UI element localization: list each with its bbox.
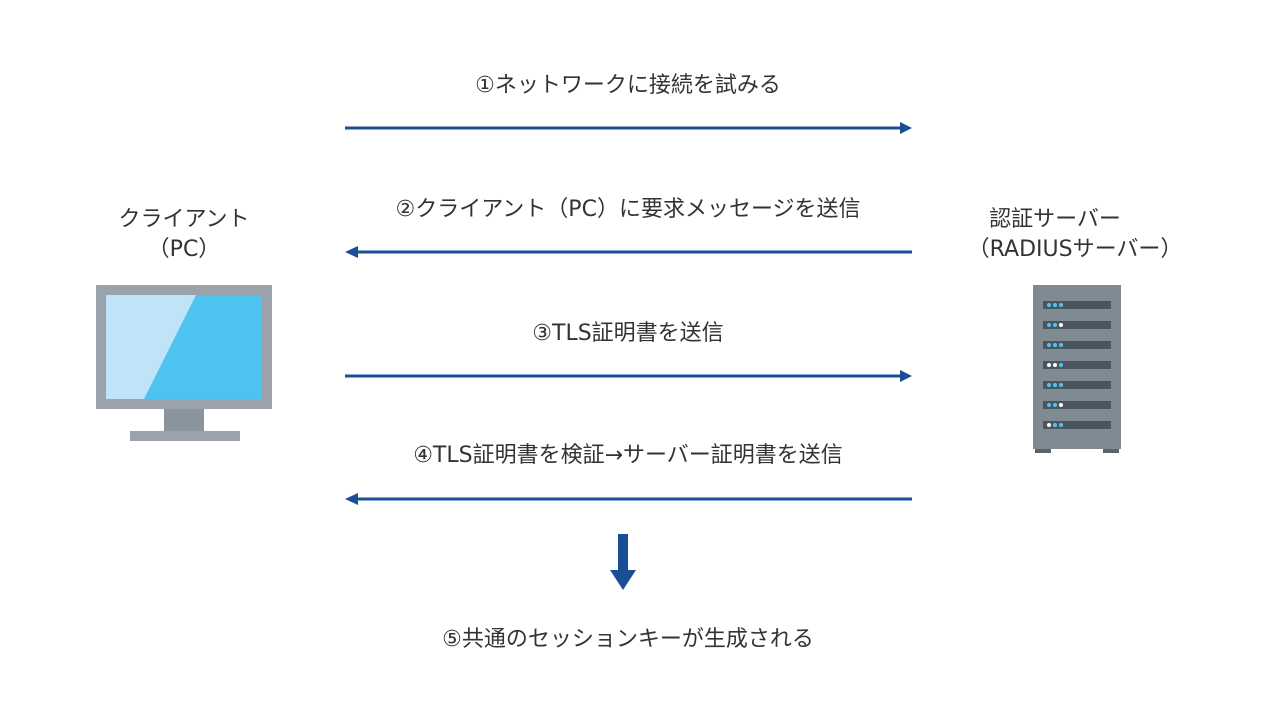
down-arrow	[610, 534, 636, 590]
step-2-arrow	[345, 246, 912, 258]
server-slot	[1043, 321, 1111, 329]
server-foot-right	[1103, 449, 1119, 453]
server-slots	[1043, 301, 1111, 429]
server-slot	[1043, 401, 1111, 409]
step-2-label: ②クライアント（PC）に要求メッセージを送信	[395, 197, 861, 222]
server-rack-icon	[1033, 285, 1121, 453]
server-name: 認証サーバー	[989, 207, 1121, 232]
step-4-arrow	[345, 493, 912, 505]
server-slot	[1043, 301, 1111, 309]
monitor-screen-glare	[106, 295, 196, 399]
step-3-arrow	[345, 370, 912, 382]
step-5-label: ⑤共通のセッションキーが生成される	[442, 627, 814, 652]
monitor-base	[130, 431, 240, 441]
step-3-label: ③TLS証明書を送信	[532, 321, 724, 346]
step-1-arrow	[345, 122, 912, 134]
server-slot	[1043, 341, 1111, 349]
server-slot	[1043, 381, 1111, 389]
server-sub: （RADIUSサーバー）	[967, 237, 1183, 262]
client-sub: （PC）	[147, 237, 221, 262]
desktop-monitor-icon	[96, 285, 272, 441]
server-slot	[1043, 421, 1111, 429]
client-name: クライアント	[118, 207, 250, 232]
step-4-label: ④TLS証明書を検証→サーバー証明書を送信	[413, 443, 843, 468]
server-foot-left	[1035, 449, 1051, 453]
step-1-label: ①ネットワークに接続を試みる	[475, 73, 781, 98]
server-slot	[1043, 361, 1111, 369]
monitor-neck	[164, 409, 204, 431]
